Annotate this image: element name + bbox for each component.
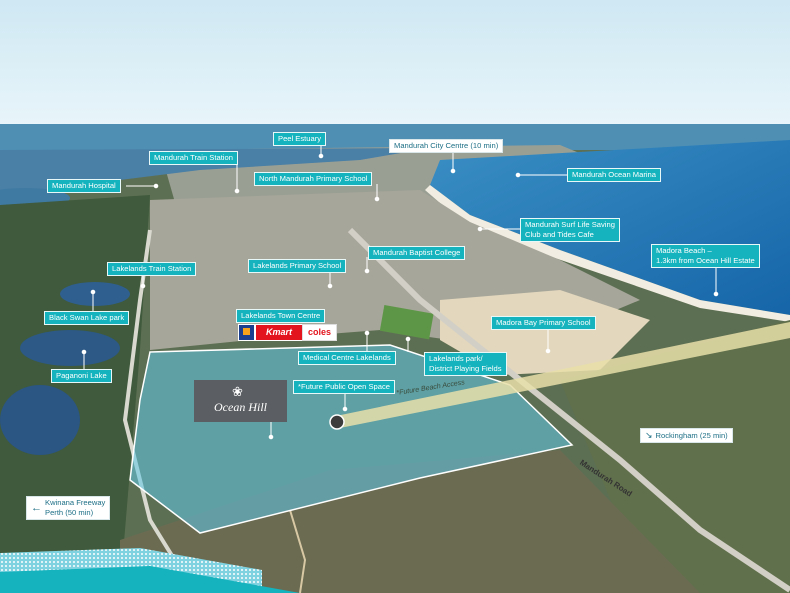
ocean-hill-logo: ❀ Ocean Hill xyxy=(194,380,287,422)
label-surf-club: Mandurah Surf Life Saving Club and Tides… xyxy=(520,218,620,242)
estate-centre-marker xyxy=(329,414,345,430)
label-lakelands-train-station: Lakelands Train Station xyxy=(107,262,197,276)
aldi-icon xyxy=(243,328,250,335)
label-lakelands-park-line2: District Playing Fields xyxy=(429,364,502,373)
arrow-down-right-icon: ↘ xyxy=(645,430,653,440)
label-madora-bay-primary: Madora Bay Primary School xyxy=(491,316,596,330)
label-kwinana-line1: Kwinana Freeway xyxy=(45,498,106,507)
sky xyxy=(0,0,790,126)
right-farmland xyxy=(560,320,790,593)
label-mandurah-hospital: Mandurah Hospital xyxy=(47,179,121,193)
aldi-badge xyxy=(238,324,255,341)
label-peel-estuary: Peel Estuary xyxy=(273,132,327,146)
label-lakelands-park-line1: Lakelands park/ xyxy=(429,354,483,363)
label-mandurah-city-centre: Mandurah City Centre (10 min) xyxy=(389,139,504,153)
label-madora-beach-line1: Madora Beach – xyxy=(656,246,712,255)
label-kwinana-line2: Perth (50 min) xyxy=(45,508,94,517)
label-future-open-space: *Future Public Open Space xyxy=(293,380,396,394)
future-beach-access-band xyxy=(336,322,790,428)
label-lakelands-primary: Lakelands Primary School xyxy=(248,259,347,273)
coles-badge: coles xyxy=(302,324,337,341)
south-lake-water xyxy=(0,385,80,455)
label-lakelands-park: Lakelands park/ District Playing Fields xyxy=(424,352,507,376)
label-rockingham: ↘Rockingham (25 min) xyxy=(640,428,733,443)
paganoni-lake-water xyxy=(20,330,120,366)
peel-estuary-water xyxy=(0,148,430,200)
label-mandurah-baptist: Mandurah Baptist College xyxy=(368,246,466,260)
label-kwinana: ← Kwinana Freeway Perth (50 min) xyxy=(26,496,111,520)
label-madora-beach-line2: 1.3km from Ocean Hill Estate xyxy=(656,256,755,265)
label-mandurah-ocean-marina: Mandurah Ocean Marina xyxy=(567,168,661,182)
local-road xyxy=(289,509,307,593)
black-swan-lake-water xyxy=(60,282,130,306)
playing-fields xyxy=(379,305,434,340)
kmart-badge: Kmart xyxy=(255,324,303,341)
label-surf-club-line2: Club and Tides Cafe xyxy=(525,230,594,239)
decorative-band-solid xyxy=(0,566,300,593)
label-rockingham-text: Rockingham (25 min) xyxy=(655,431,728,440)
mandurah-road xyxy=(347,227,790,593)
label-medical-centre: Medical Centre Lakelands xyxy=(298,351,396,365)
label-paganoni-lake: Paganoni Lake xyxy=(51,369,112,383)
label-madora-beach: Madora Beach – 1.3km from Ocean Hill Est… xyxy=(651,244,760,268)
label-north-mandurah-primary: North Mandurah Primary School xyxy=(254,172,373,186)
label-black-swan-lake: Black Swan Lake park xyxy=(44,311,130,325)
arrow-left-icon: ← xyxy=(31,502,42,514)
shell-icon: ❀ xyxy=(232,384,243,399)
label-lakelands-town-centre: Lakelands Town Centre xyxy=(236,309,326,323)
label-mandurah-train-station: Mandurah Train Station xyxy=(149,151,238,165)
label-surf-club-line1: Mandurah Surf Life Saving xyxy=(525,220,615,229)
ocean-hill-logo-text: Ocean Hill xyxy=(214,400,267,414)
bottom-scrub xyxy=(120,450,700,593)
